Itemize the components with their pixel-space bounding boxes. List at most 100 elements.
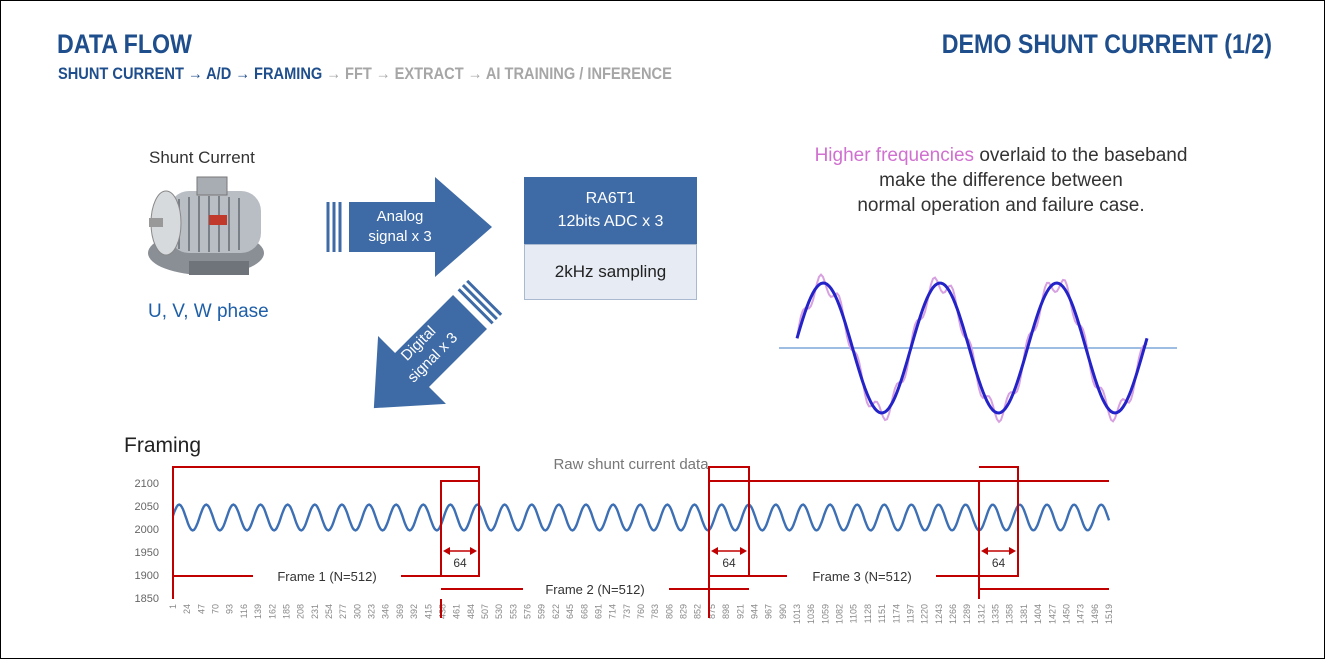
y-tick-label: 2100 [135, 478, 159, 490]
x-tick-label: 1082 [835, 604, 845, 624]
overlap-arrowhead [470, 547, 477, 555]
x-tick-label: 507 [480, 604, 490, 619]
data-flow-breadcrumb: SHUNT CURRENT → A/D → FRAMING → FFT → EX… [58, 64, 672, 84]
x-tick-label: 1151 [877, 604, 887, 623]
x-tick-label: 1013 [792, 604, 802, 624]
chart-title: Raw shunt current data [553, 456, 709, 473]
x-tick-label: 576 [523, 604, 533, 619]
raw-data-chart: Raw shunt current data 21002050200019501… [135, 456, 1114, 624]
x-tick-label: 921 [735, 604, 745, 619]
overlap-arrowhead [981, 547, 988, 555]
overlap-label: 64 [722, 556, 736, 570]
frame-overlay: Frame 1 (N=512) Frame 2 (N=512) Frame 3 (N… [172, 466, 1109, 618]
highlight-text: Higher frequencies [814, 145, 975, 166]
x-tick-label: 1105 [849, 604, 859, 623]
x-tick-label: 139 [253, 604, 263, 619]
flow-step-extract: EXTRACT [394, 64, 464, 83]
overlap-arrowhead [1009, 547, 1016, 555]
x-tick-label: 1243 [934, 604, 944, 624]
analog-arrow [326, 177, 492, 277]
adc-spec: 12bits ADC x 3 [557, 213, 664, 230]
flow-arrow: → [326, 64, 341, 83]
overlap-label: 64 [992, 556, 1006, 570]
x-tick-label: 1174 [891, 604, 901, 623]
x-tick-label: 898 [721, 604, 731, 619]
flow-step-ad: A/D [206, 64, 232, 83]
x-tick-label: 1036 [806, 604, 816, 624]
x-tick-label: 760 [636, 604, 646, 619]
x-tick-label: 24 [182, 604, 192, 614]
x-tick-label: 1335 [991, 604, 1001, 624]
x-tick-label: 1266 [948, 604, 958, 624]
framing-label: Framing [124, 434, 202, 457]
x-tick-label: 691 [593, 604, 603, 619]
adc-box: RA6T1 12bits ADC x 3 [524, 177, 697, 244]
x-tick-label: 1197 [905, 604, 915, 623]
x-tick-label: 323 [367, 604, 377, 619]
x-tick-label: 599 [537, 604, 547, 619]
flow-step-shunt-current: SHUNT CURRENT [58, 64, 184, 83]
x-tick-label: 783 [650, 604, 660, 619]
y-tick-label: 2050 [135, 501, 159, 513]
y-tick-label: 1900 [135, 570, 159, 582]
x-tick-label: 116 [239, 604, 249, 618]
x-tick-label: 530 [494, 604, 504, 619]
x-tick-label: 438 [437, 604, 447, 619]
flow-arrow: → [467, 64, 483, 83]
frame-label: Frame 2 (N=512) [545, 582, 644, 597]
x-tick-label: 1427 [1047, 604, 1057, 624]
x-tick-label: 392 [409, 604, 419, 619]
x-tick-label: 990 [778, 604, 788, 619]
x-tick-label: 1059 [820, 604, 830, 624]
sampling-box: 2kHz sampling [524, 244, 697, 300]
x-tick-label: 1128 [863, 604, 873, 623]
x-tick-label: 484 [466, 604, 476, 619]
x-tick-label: 829 [679, 604, 689, 619]
waveform-illustration [779, 273, 1177, 424]
overlap-arrowhead [711, 547, 718, 555]
header-title: DATA FLOW [57, 29, 192, 59]
flow-arrow: → [235, 64, 250, 83]
x-tick-label: 346 [381, 604, 391, 619]
flow-step-fft: FFT [345, 64, 372, 83]
x-tick-label: 369 [395, 604, 405, 619]
frame-3-outline [979, 466, 1019, 576]
signal-line [171, 503, 1111, 532]
x-tick-label: 1473 [1076, 604, 1086, 624]
x-tick-label: 967 [764, 604, 774, 619]
x-tick-label: 208 [296, 604, 306, 619]
x-tick-label: 622 [551, 604, 561, 619]
annotation-text: Higher frequencies overlaid to the baseb… [814, 145, 1188, 216]
x-tick-label: 300 [352, 604, 362, 619]
motor-image [148, 176, 264, 275]
x-tick-label: 70 [211, 604, 221, 614]
adc-model: RA6T1 [585, 190, 636, 207]
y-tick-label: 1850 [135, 593, 159, 605]
frame-2-right [708, 466, 750, 618]
x-tick-label: 806 [664, 604, 674, 619]
flow-step-framing: FRAMING [254, 64, 323, 83]
x-tick-label: 461 [452, 604, 462, 619]
x-tick-label: 668 [579, 604, 589, 619]
x-tick-label: 714 [608, 604, 618, 619]
overlap-arrowhead [443, 547, 450, 555]
x-tick-label: 231 [310, 604, 320, 619]
base-sine [795, 281, 1149, 415]
x-tick-label: 1312 [976, 604, 986, 624]
x-tick-label: 1220 [920, 604, 930, 624]
x-tick-label: 645 [565, 604, 575, 619]
x-tick-label: 553 [508, 604, 518, 619]
x-tick-label: 1496 [1090, 604, 1100, 624]
x-tick-label: 1289 [962, 604, 972, 624]
slide-title: DEMO SHUNT CURRENT (1/2) [941, 29, 1272, 59]
x-tick-label: 944 [749, 604, 759, 619]
x-tick-label: 1404 [1033, 604, 1043, 624]
flow-arrow: → [375, 64, 391, 83]
x-tick-label: 1 [168, 604, 178, 609]
frame-label: Frame 3 (N=512) [812, 569, 911, 584]
frame-label: Frame 1 (N=512) [277, 569, 376, 584]
x-tick-label: 185 [281, 604, 291, 619]
overlap-arrowhead [740, 547, 747, 555]
